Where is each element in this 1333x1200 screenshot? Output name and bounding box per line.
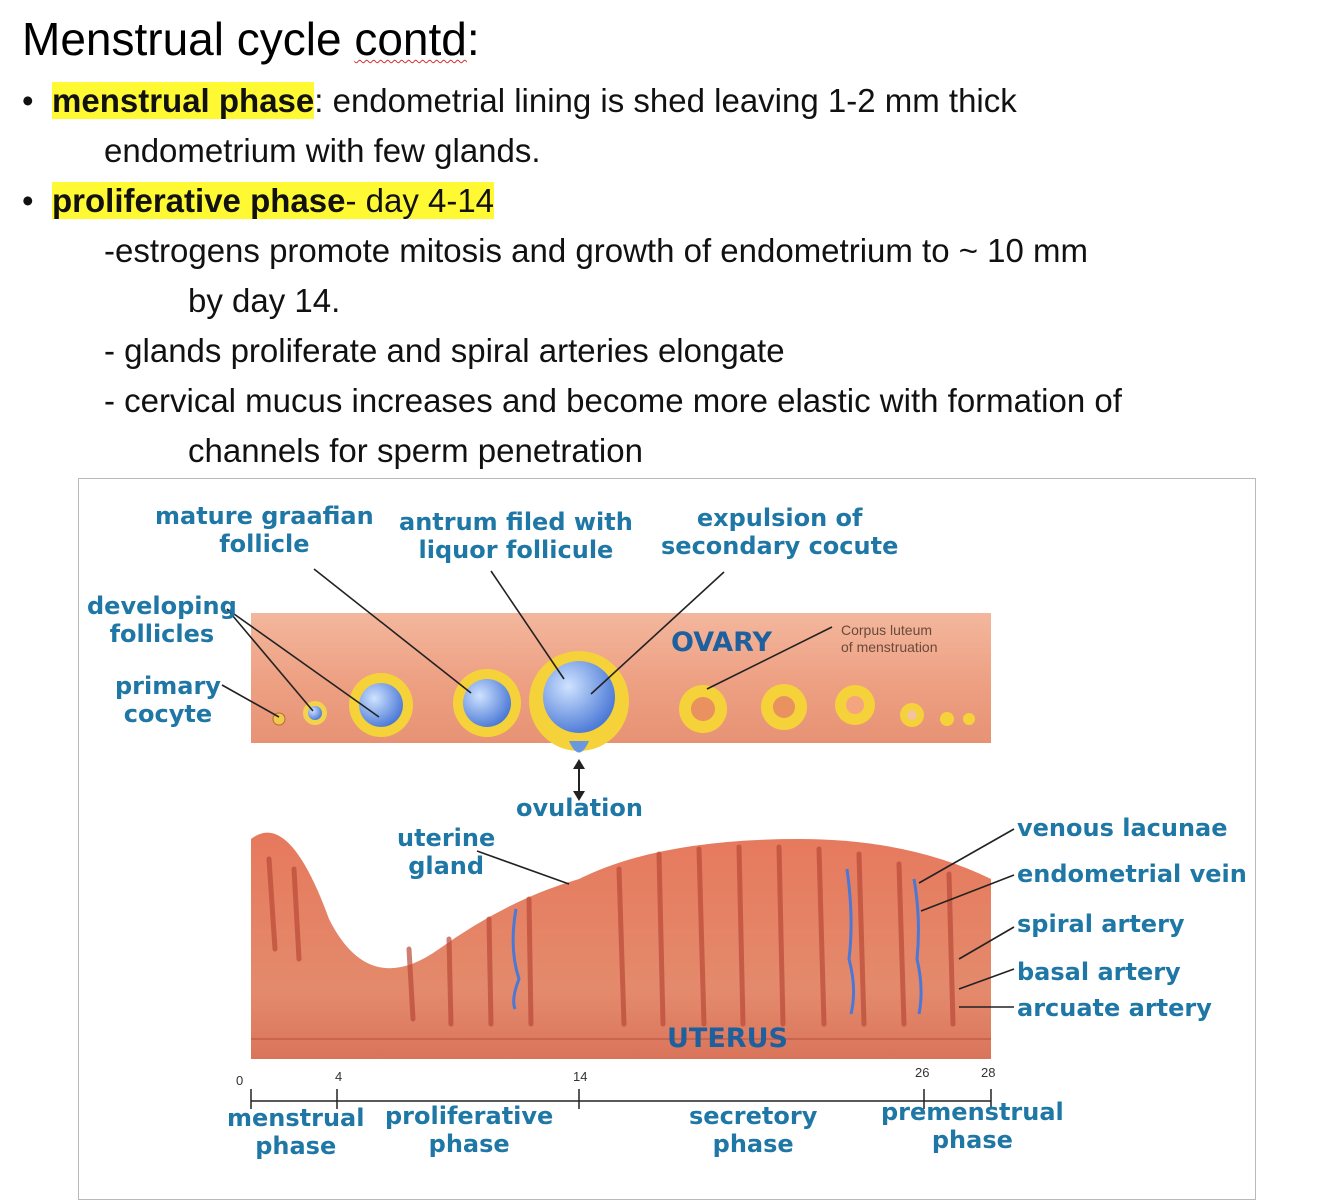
bullet-proliferative-phase: • proliferative phase- day 4-14 — [22, 182, 495, 220]
tick-26: 26 — [915, 1065, 930, 1080]
slide-title: Menstrual cycle contd: — [22, 12, 480, 66]
tick-14: 14 — [573, 1069, 588, 1084]
highlight-proliferative-phase: proliferative phase — [52, 182, 346, 219]
tick-4: 4 — [335, 1069, 343, 1084]
label-venous-lacunae: venous lacunae — [1017, 814, 1228, 842]
label-arcuate-artery: arcuate artery — [1017, 994, 1212, 1022]
label-ovulation: ovulation — [516, 794, 643, 822]
tick-0: 0 — [236, 1073, 244, 1088]
title-text: Menstrual cycle — [22, 13, 355, 65]
label-endometrial-vein: endometrial vein — [1017, 860, 1247, 888]
label-spiral-artery: spiral artery — [1017, 910, 1185, 938]
bullet-menstrual-phase: • menstrual phase: endometrial lining is … — [22, 82, 1017, 120]
title-spellcheck-word: contd — [354, 13, 467, 65]
sub-line-day14: by day 14. — [188, 282, 341, 319]
bullet-dot-icon: • — [22, 182, 34, 219]
sub-line-mucus: - cervical mucus increases and become mo… — [104, 382, 1122, 419]
bullet-text: - day 4-14 — [345, 182, 495, 219]
bullet-continuation: endometrium with few glands. — [104, 132, 541, 169]
sub-line-channels: channels for sperm penetration — [188, 432, 643, 469]
sub-line-glands: - glands proliferate and spiral arteries… — [104, 332, 785, 369]
sub-line-estrogens: -estrogens promote mitosis and growth of… — [104, 232, 1089, 269]
label-uterus: UTERUS — [667, 1023, 788, 1054]
title-suffix: : — [466, 13, 480, 65]
bullet-text: : endometrial lining is shed leaving 1-2… — [314, 82, 1017, 119]
tick-28: 28 — [981, 1065, 996, 1080]
bullet-dot-icon: • — [22, 82, 34, 119]
figure-illustration — [221, 568, 1015, 1109]
highlight-menstrual-phase: menstrual phase — [52, 82, 315, 119]
label-basal-artery: basal artery — [1017, 958, 1181, 986]
label-ovary: OVARY — [671, 627, 773, 658]
